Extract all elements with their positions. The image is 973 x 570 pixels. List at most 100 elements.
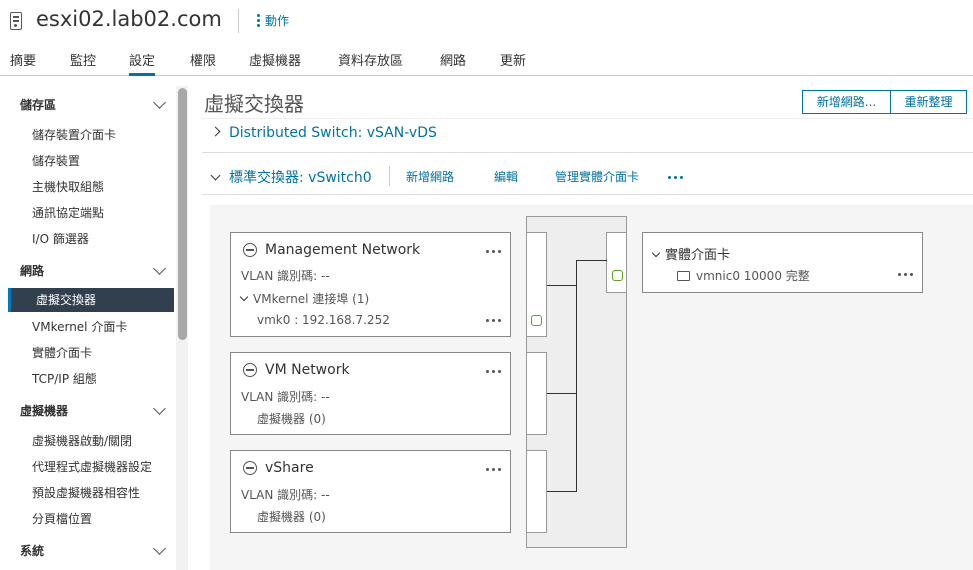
port-icon: [612, 270, 623, 281]
portgroup-icon: [243, 461, 257, 475]
portgroup-name: VM Network: [265, 362, 350, 378]
tab-monitor[interactable]: 監控: [70, 54, 97, 69]
sidebar-group-vms[interactable]: 虛擬機器: [20, 402, 166, 419]
uplink-port: [606, 232, 627, 293]
vswitch-add-network-link[interactable]: 新增網路: [406, 170, 455, 184]
portgroup-card[interactable]: VM Network VLAN 識別碼: -- 虛擬機器 (0): [230, 352, 511, 435]
switch-port: [526, 232, 547, 337]
portgroup-icon: [243, 243, 257, 257]
portgroup-name: Management Network: [265, 242, 421, 258]
bus-line: [547, 285, 577, 286]
sidebar-item-vm-startup[interactable]: 虛擬機器啟動/關閉: [32, 434, 133, 448]
actions-menu-button[interactable]: 動作: [257, 12, 289, 29]
bus-line: [547, 491, 577, 492]
section-title: 虛擬交換器: [204, 92, 304, 116]
portgroup-card[interactable]: Management Network VLAN 識別碼: -- VMkernel…: [230, 232, 511, 337]
tab-networks[interactable]: 網路: [440, 54, 467, 69]
sidebar-item-tcpip[interactable]: TCP/IP 組態: [32, 372, 97, 386]
manage-physical-adapters-link[interactable]: 管理實體介面卡: [555, 170, 640, 184]
sidebar-item-vmkernel-adapters[interactable]: VMkernel 介面卡: [32, 320, 128, 334]
header-divider: [238, 9, 239, 33]
divider: [202, 152, 973, 153]
vertical-dots-icon: [257, 14, 260, 27]
portgroup-name: vShare: [265, 460, 314, 476]
bus-line: [576, 260, 607, 261]
nic-label: vmnic0 10000 完整: [696, 269, 810, 283]
vm-count: 虛擬機器 (0): [257, 510, 326, 524]
sidebar-item-io-filters[interactable]: I/O 篩選器: [32, 232, 89, 246]
header: esxi02.lab02.com 動作: [0, 0, 973, 42]
chevron-down-icon: [239, 292, 249, 302]
tab-configure[interactable]: 設定: [129, 50, 156, 76]
divider: [202, 194, 973, 195]
sidebar-item-storage-devices[interactable]: 儲存裝置: [32, 154, 81, 168]
chevron-down-icon: [153, 542, 166, 555]
vmkernel-ports-label: VMkernel 連接埠 (1): [253, 292, 370, 306]
tab-permissions[interactable]: 權限: [190, 54, 217, 69]
vswitch-label: 標準交換器: vSwitch0: [229, 170, 372, 186]
more-icon[interactable]: [898, 273, 913, 276]
nic-entry[interactable]: vmnic0 10000 完整: [677, 267, 810, 284]
physical-adapters-toggle[interactable]: 實體介面卡: [651, 244, 731, 263]
tab-datastores[interactable]: 資料存放區: [338, 54, 404, 69]
sidebar-group-label: 系統: [20, 544, 45, 558]
tab-bar: 摘要 監控 設定 權限 虛擬機器 資料存放區 網路 更新: [0, 42, 973, 76]
chevron-right-icon: [210, 126, 221, 137]
sidebar-item-virtual-switches[interactable]: 虛擬交換器: [8, 288, 174, 312]
bus-line: [547, 393, 577, 394]
sidebar-item-protocol-endpoints[interactable]: 通訊協定端點: [32, 206, 105, 220]
portgroup-icon: [243, 363, 257, 377]
switch-port: [526, 450, 547, 533]
chevron-down-icon: [210, 170, 221, 181]
port-icon: [531, 315, 542, 326]
dswitch-row[interactable]: Distributed Switch: vSAN-vDS: [210, 125, 437, 141]
tab-summary[interactable]: 摘要: [10, 54, 37, 69]
sidebar-group-label: 虛擬機器: [20, 404, 69, 418]
page-title: esxi02.lab02.com: [36, 7, 222, 31]
more-icon[interactable]: [486, 319, 501, 322]
chevron-down-icon: [153, 402, 166, 415]
sidebar-item-physical-adapters[interactable]: 實體介面卡: [32, 346, 93, 360]
sidebar-item-swapfile[interactable]: 分頁檔位置: [32, 512, 93, 526]
sidebar-item-agent-vm[interactable]: 代理程式虛擬機器設定: [32, 460, 153, 474]
sidebar-group-label: 網路: [20, 264, 45, 278]
tab-vms[interactable]: 虛擬機器: [249, 54, 302, 69]
dswitch-label: Distributed Switch: vSAN-vDS: [229, 125, 437, 141]
vm-count: 虛擬機器 (0): [257, 412, 326, 426]
more-icon[interactable]: [486, 468, 501, 471]
sidebar-group-network[interactable]: 網路: [20, 262, 166, 279]
refresh-button[interactable]: 重新整理: [890, 90, 967, 114]
portgroup-card[interactable]: vShare VLAN 識別碼: -- 虛擬機器 (0): [230, 450, 511, 533]
host-icon: [10, 12, 22, 30]
vlan-id: VLAN 識別碼: --: [241, 488, 330, 502]
vswitch-row[interactable]: 標準交換器: vSwitch0: [210, 167, 372, 187]
sidebar-group-storage[interactable]: 儲存區: [20, 96, 166, 113]
more-icon[interactable]: [486, 250, 501, 253]
sidebar-group-label: 儲存區: [20, 98, 57, 112]
actions-label: 動作: [265, 14, 290, 28]
sidebar-group-system[interactable]: 系統: [20, 542, 166, 559]
vmkernel-ports-toggle[interactable]: VMkernel 連接埠 (1): [239, 290, 370, 307]
sidebar-scrollbar-thumb[interactable]: [178, 88, 187, 340]
vlan-id: VLAN 識別碼: --: [241, 269, 330, 283]
chevron-down-icon: [651, 248, 661, 258]
vmk-detail: vmk0 : 192.168.7.252: [257, 313, 390, 327]
more-icon[interactable]: [486, 370, 501, 373]
vswitch-edit-link[interactable]: 編輯: [494, 170, 519, 184]
physical-adapters-title: 實體介面卡: [665, 248, 731, 263]
sidebar: 儲存區 儲存裝置介面卡 儲存裝置 主機快取組態 通訊協定端點 I/O 篩選器 網…: [0, 80, 174, 570]
physical-adapters-card[interactable]: 實體介面卡 vmnic0 10000 完整: [642, 232, 923, 293]
sidebar-item-vm-compat[interactable]: 預設虛擬機器相容性: [32, 486, 141, 500]
more-actions-icon[interactable]: [668, 176, 683, 179]
add-network-button[interactable]: 新增網路...: [802, 90, 891, 114]
chevron-down-icon: [153, 262, 166, 275]
sidebar-item-storage-adapters[interactable]: 儲存裝置介面卡: [32, 128, 117, 142]
sidebar-item-host-cache[interactable]: 主機快取組態: [32, 180, 105, 194]
switch-port: [526, 352, 547, 435]
vlan-id: VLAN 識別碼: --: [241, 390, 330, 404]
bus-line: [576, 260, 577, 492]
tab-updates[interactable]: 更新: [500, 54, 527, 69]
network-card-icon: [677, 271, 690, 281]
chevron-down-icon: [153, 96, 166, 109]
toolbar-divider: [389, 166, 390, 186]
